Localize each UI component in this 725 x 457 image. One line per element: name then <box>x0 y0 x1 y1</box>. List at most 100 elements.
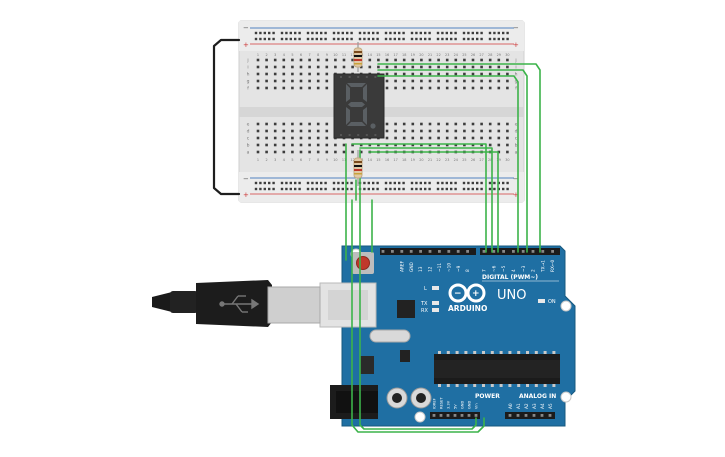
rail-hole[interactable] <box>415 181 418 185</box>
rail-hole[interactable] <box>480 37 483 41</box>
breadboard-hole[interactable] <box>316 58 320 62</box>
rail-hole[interactable] <box>428 37 431 41</box>
breadboard-hole[interactable] <box>273 79 277 83</box>
rail-hole[interactable] <box>436 181 440 185</box>
breadboard-hole[interactable] <box>497 129 501 133</box>
rail-hole[interactable] <box>441 181 444 185</box>
rail-hole[interactable] <box>441 187 444 191</box>
breadboard-hole[interactable] <box>256 86 260 90</box>
breadboard-hole[interactable] <box>273 86 277 90</box>
breadboard-hole[interactable] <box>463 129 466 133</box>
breadboard-hole[interactable] <box>334 65 337 69</box>
rail-hole[interactable] <box>384 181 388 185</box>
breadboard-hole[interactable] <box>463 122 466 126</box>
breadboard-hole[interactable] <box>394 86 397 90</box>
breadboard-hole[interactable] <box>420 65 423 69</box>
resistor-bottom[interactable] <box>353 150 363 186</box>
breadboard-hole[interactable] <box>488 86 492 90</box>
rail-hole[interactable] <box>298 31 301 35</box>
rail-hole[interactable] <box>471 31 474 35</box>
rail-hole[interactable] <box>337 181 340 185</box>
breadboard-hole[interactable] <box>325 79 329 83</box>
rail-hole[interactable] <box>424 37 427 41</box>
breadboard-hole[interactable] <box>506 129 509 133</box>
rail-hole[interactable] <box>476 181 479 185</box>
breadboard-hole[interactable] <box>256 58 260 62</box>
rail-hole[interactable] <box>454 181 457 185</box>
rail-hole[interactable] <box>410 181 414 185</box>
breadboard-hole[interactable] <box>265 58 268 62</box>
breadboard-hole[interactable] <box>394 122 397 126</box>
rail-hole[interactable] <box>476 31 479 35</box>
rail-hole[interactable] <box>393 31 396 35</box>
breadboard-hole[interactable] <box>308 143 311 147</box>
rail-hole[interactable] <box>298 181 301 185</box>
power-pin-socket[interactable] <box>460 414 464 417</box>
analog-pin-socket[interactable] <box>516 414 520 417</box>
wire-row3-to-pin4[interactable] <box>377 75 519 253</box>
breadboard-hole[interactable] <box>299 86 303 90</box>
rail-hole[interactable] <box>268 31 271 35</box>
rail-hole[interactable] <box>254 31 258 35</box>
breadboard-hole[interactable] <box>471 79 475 83</box>
breadboard-hole[interactable] <box>368 65 372 69</box>
rail-hole[interactable] <box>415 37 418 41</box>
breadboard-hole[interactable] <box>411 143 415 147</box>
rail-hole[interactable] <box>363 181 366 185</box>
rail-hole[interactable] <box>324 37 327 41</box>
rail-hole[interactable] <box>462 37 466 41</box>
breadboard-hole[interactable] <box>299 72 303 76</box>
rail-hole[interactable] <box>436 37 440 41</box>
rail-hole[interactable] <box>488 37 492 41</box>
breadboard-hole[interactable] <box>497 86 501 90</box>
breadboard-hole[interactable] <box>437 79 440 83</box>
rail-hole[interactable] <box>419 181 422 185</box>
rail-hole[interactable] <box>254 181 258 185</box>
breadboard-hole[interactable] <box>385 129 389 133</box>
breadboard-hole[interactable] <box>385 72 389 76</box>
rail-hole[interactable] <box>376 187 379 191</box>
power-pin-socket[interactable] <box>467 414 471 417</box>
breadboard-hole[interactable] <box>385 86 389 90</box>
breadboard-hole[interactable] <box>316 122 320 126</box>
rail-hole[interactable] <box>384 187 388 191</box>
breadboard-hole[interactable] <box>463 143 466 147</box>
breadboard-hole[interactable] <box>325 65 329 69</box>
breadboard-hole[interactable] <box>437 143 440 147</box>
rail-hole[interactable] <box>298 37 301 41</box>
breadboard-hole[interactable] <box>299 122 303 126</box>
breadboard-hole[interactable] <box>282 58 286 62</box>
breadboard-hole[interactable] <box>402 136 406 140</box>
rail-hole[interactable] <box>289 187 292 191</box>
wire-seg-to-pin7[interactable] <box>351 143 487 253</box>
wire-seg-to-pin8[interactable] <box>359 147 493 253</box>
breadboard-hole[interactable] <box>291 136 294 140</box>
rail-hole[interactable] <box>337 31 340 35</box>
breadboard-hole[interactable] <box>316 136 320 140</box>
rail-hole[interactable] <box>450 181 453 185</box>
arduino-uno-board[interactable]: − + ARDUINO UNO L TX RX ON DIGITAL (PWM~… <box>319 245 576 427</box>
breadboard-hole[interactable] <box>402 58 406 62</box>
rail-hole[interactable] <box>506 181 509 185</box>
breadboard-hole[interactable] <box>273 136 277 140</box>
breadboard-hole[interactable] <box>437 136 440 140</box>
breadboard-hole[interactable] <box>428 122 432 126</box>
digital-pin-socket[interactable] <box>428 250 432 253</box>
breadboard-hole[interactable] <box>445 129 449 133</box>
digital-pin-socket[interactable] <box>381 250 385 253</box>
breadboard-hole[interactable] <box>497 143 501 147</box>
rail-hole[interactable] <box>320 181 323 185</box>
rail-hole[interactable] <box>450 37 453 41</box>
rail-hole[interactable] <box>315 181 318 185</box>
rail-hole[interactable] <box>311 37 314 41</box>
rail-hole[interactable] <box>372 181 375 185</box>
rail-hole[interactable] <box>263 31 266 35</box>
rail-hole[interactable] <box>350 181 353 185</box>
rail-hole[interactable] <box>363 187 366 191</box>
rail-hole[interactable] <box>337 37 340 41</box>
rail-hole[interactable] <box>367 37 370 41</box>
breadboard-hole[interactable] <box>497 58 501 62</box>
rail-hole[interactable] <box>502 187 505 191</box>
rail-hole[interactable] <box>358 31 362 35</box>
rail-hole[interactable] <box>467 181 470 185</box>
